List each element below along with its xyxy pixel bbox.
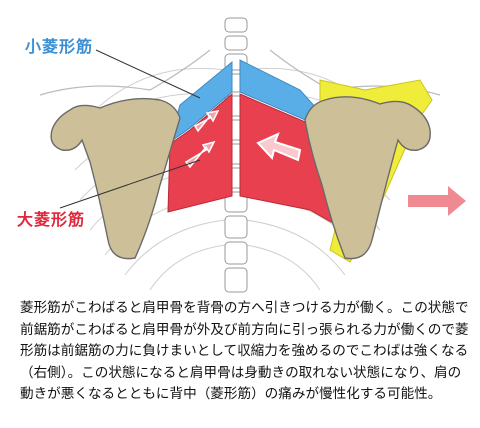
anatomy-illustration — [39, 17, 466, 293]
arrow-right-muscle — [256, 132, 302, 162]
minor-rhomboid-label: 小菱形筋 — [25, 37, 94, 56]
leader-minor — [95, 49, 201, 99]
scapula-right — [304, 96, 431, 260]
major-rhomboid-label: 大菱形筋 — [17, 210, 86, 229]
arrow-left-muscle — [184, 109, 220, 169]
minor-rhomboid-left — [169, 60, 233, 144]
description-text: 菱形筋がこわばると肩甲骨を背骨の方へ引きつける力が働く。この状態で前鋸筋がこわば… — [20, 300, 469, 402]
leader-major — [59, 159, 201, 209]
scapula-left — [50, 97, 181, 260]
arrow-outward-right — [408, 186, 466, 216]
